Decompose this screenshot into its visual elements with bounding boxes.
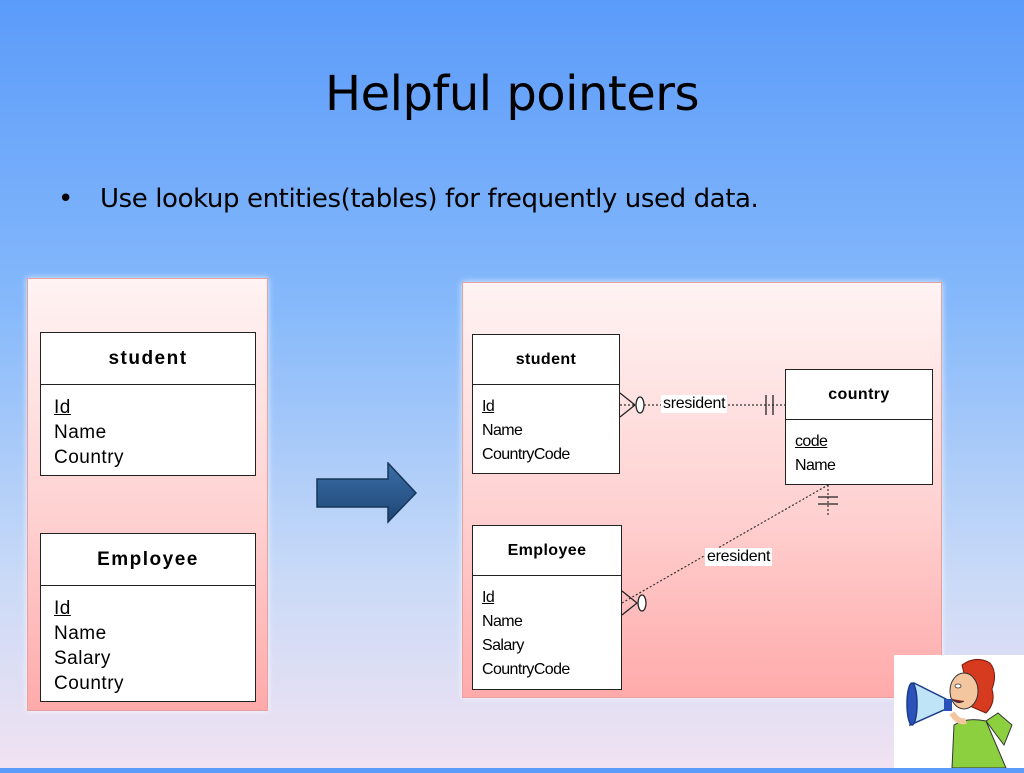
megaphone-icon (906, 659, 1013, 769)
attribute-key: Id (482, 589, 495, 606)
right-arrow-icon (316, 462, 418, 524)
megaphone-woman-clipart (894, 655, 1024, 769)
entity-body: Id Name Country (41, 385, 255, 475)
attribute-key: code (795, 433, 828, 450)
entity-header: Employee (473, 526, 621, 576)
attribute: CountryCode (482, 446, 570, 463)
optional-circle (637, 594, 647, 612)
entity-header: Employee (41, 534, 255, 586)
attribute-key: Id (54, 397, 71, 418)
attribute: Country (54, 447, 125, 468)
entity-student-before: student Id Name Country (40, 332, 256, 476)
after-panel: sresident eresident student Id Name Coun… (462, 282, 942, 698)
attribute: Country (54, 673, 125, 694)
attribute: Salary (482, 637, 524, 654)
entity-employee-before: Employee Id Name Salary Country (40, 533, 256, 702)
before-panel: student Id Name Country Employee Id Name… (27, 278, 268, 711)
entity-body: code Name (786, 420, 932, 484)
crows-foot (621, 602, 638, 616)
entity-header: country (786, 370, 932, 420)
relationship-label-sresident: sresident (661, 395, 728, 413)
entity-header: student (473, 335, 619, 385)
relationship-lines (619, 392, 838, 616)
crows-foot (621, 590, 638, 604)
attribute-key: Id (482, 398, 495, 415)
relationship-line-eresident (621, 484, 829, 604)
entity-header: student (41, 333, 255, 385)
attribute-key: Id (54, 598, 71, 619)
slide-title: Helpful pointers (324, 66, 700, 122)
entity-body: Id Name Salary Country (41, 586, 255, 701)
relationship-label-eresident: eresident (705, 548, 773, 566)
entity-student-after: student Id Name CountryCode (472, 334, 620, 474)
optional-circle (635, 396, 645, 414)
bullet-text: Use lookup entities(tables) for frequent… (100, 184, 759, 214)
attribute: Name (795, 457, 836, 474)
entity-country: country code Name (785, 369, 933, 485)
attribute: Name (482, 422, 523, 439)
crows-foot (619, 392, 636, 406)
entity-body: Id Name Salary CountryCode (473, 576, 621, 689)
attribute: Name (54, 623, 107, 644)
entity-employee-after: Employee Id Name Salary CountryCode (472, 525, 622, 690)
crows-foot (619, 404, 636, 418)
attribute: Salary (54, 648, 111, 669)
entity-body: Id Name CountryCode (473, 385, 619, 473)
attribute: Name (54, 422, 107, 443)
attribute: CountryCode (482, 661, 570, 678)
bullet-dot: • (58, 184, 74, 214)
attribute: Name (482, 613, 523, 630)
